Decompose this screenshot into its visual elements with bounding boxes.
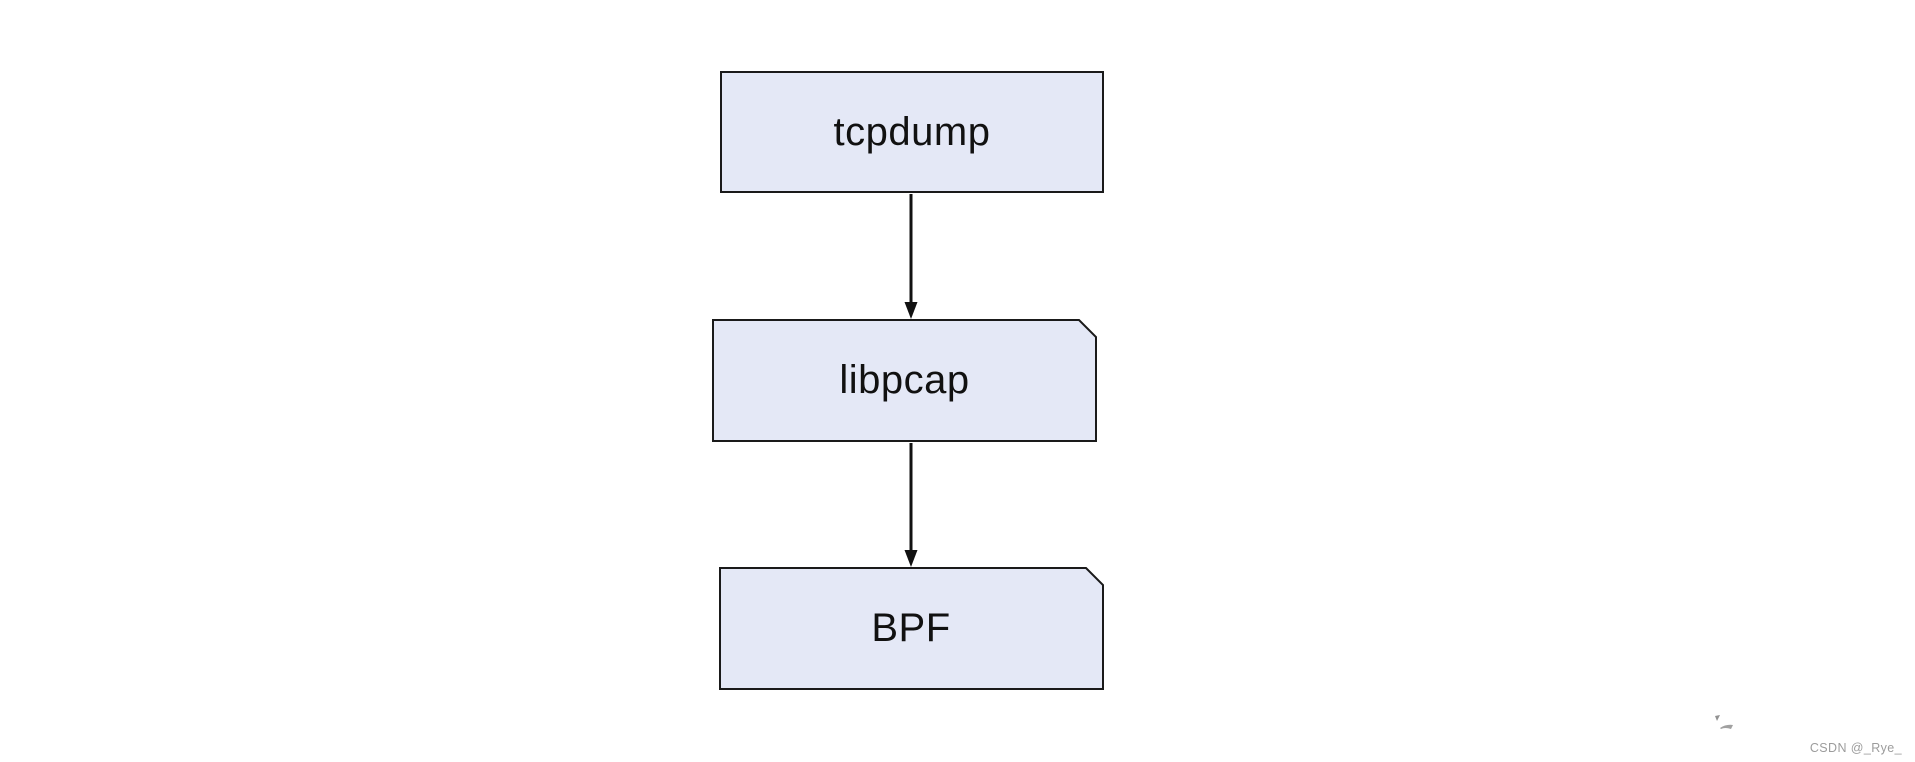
node-libpcap-label: libpcap xyxy=(839,358,970,402)
watermark-text: CSDN @_Rye_ xyxy=(1809,741,1902,755)
pen-scribble-icon xyxy=(1715,715,1733,729)
node-tcpdump-shape[interactable] xyxy=(720,71,1104,193)
node-bpf-label: BPF xyxy=(871,606,951,650)
arrow-libpcap-to-bpf xyxy=(904,443,918,567)
node-bpf-shape[interactable] xyxy=(719,567,1104,690)
node-libpcap-shape[interactable] xyxy=(712,319,1097,442)
node-tcpdump-label: tcpdump xyxy=(833,109,991,154)
arrow-tcpdump-to-libpcap xyxy=(904,194,918,319)
